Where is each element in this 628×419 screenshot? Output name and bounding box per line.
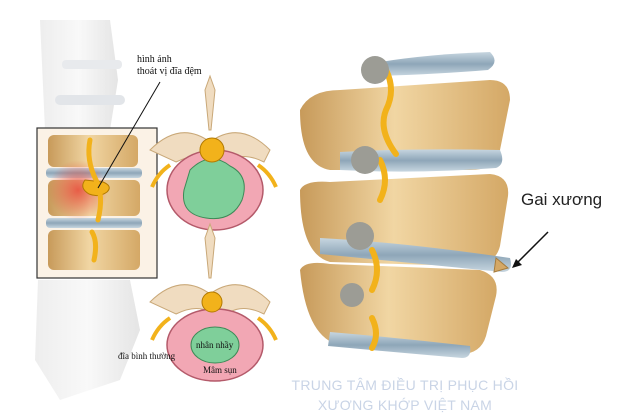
herniation-label-line2: thoát vị đĩa đệm <box>137 66 202 77</box>
herniated-disc-cross-section <box>149 74 278 231</box>
normal-disc-cross-section <box>149 222 278 382</box>
watermark: TRUNG TÂM ĐIỀU TRỊ PHỤC HỒI XƯƠNG KHỚP V… <box>240 375 570 415</box>
watermark-line1: TRUNG TÂM ĐIỀU TRỊ PHỤC HỒI <box>291 377 519 393</box>
watermark-line2: XƯƠNG KHỚP VIỆT NAM <box>317 397 493 413</box>
herniation-label: hình ảnh thoát vị đĩa đệm <box>137 54 202 78</box>
lateral-spine <box>300 52 511 358</box>
normal-disc-label: đĩa bình thường <box>118 351 176 361</box>
bone-spur-label: Gai xương <box>521 190 603 209</box>
nucleus-label: nhân nhầy <box>196 340 234 350</box>
herniation-pointer-line <box>97 81 161 189</box>
faded-spine <box>35 20 140 400</box>
herniation-label-line1: hình ảnh <box>137 54 172 65</box>
herniation-detail-box <box>36 127 158 279</box>
bone-spur-arrow <box>512 231 549 268</box>
endplate-label: Mâm sụn <box>203 365 237 375</box>
